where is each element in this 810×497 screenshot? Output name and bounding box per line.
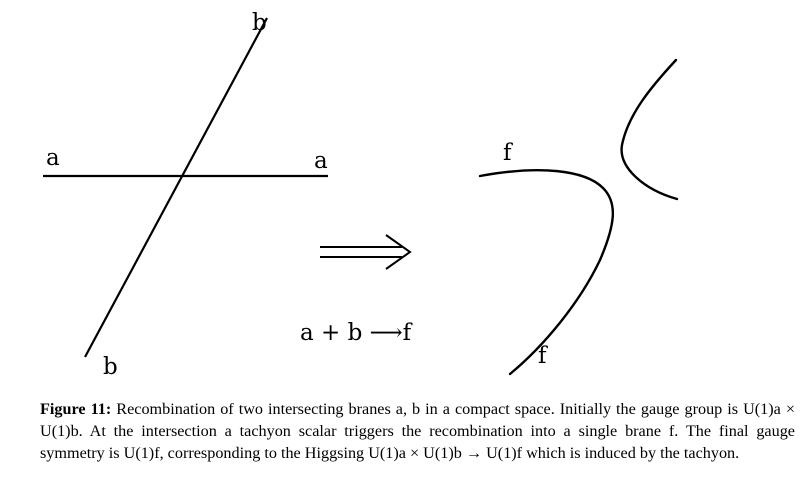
brane-a-label-left: a — [46, 145, 60, 171]
caption-text: Recombination of two intersecting branes… — [40, 400, 795, 462]
brane-f-label-top: f — [503, 140, 513, 166]
recombination-equation: a + b ⟶f — [300, 320, 413, 346]
figure-caption: Figure 11: Recombination of two intersec… — [40, 398, 795, 464]
recombination-diagram: a a b b a + b ⟶f f f — [43, 10, 679, 380]
brane-a-label-right: a — [314, 148, 328, 174]
brane-b-label-top: b — [252, 10, 267, 36]
intersecting-branes: a a b b — [43, 10, 328, 380]
figure-label: Figure 11: — [40, 400, 112, 418]
brane-b-line — [84, 17, 268, 358]
recombined-brane: f f — [478, 58, 679, 376]
brane-b-label-bottom: b — [103, 354, 118, 380]
brane-f-label-bottom: f — [538, 343, 548, 369]
brane-f-main-curve — [478, 169, 614, 376]
implies-arrow — [320, 234, 412, 270]
brane-f-upper-curve — [620, 58, 679, 201]
